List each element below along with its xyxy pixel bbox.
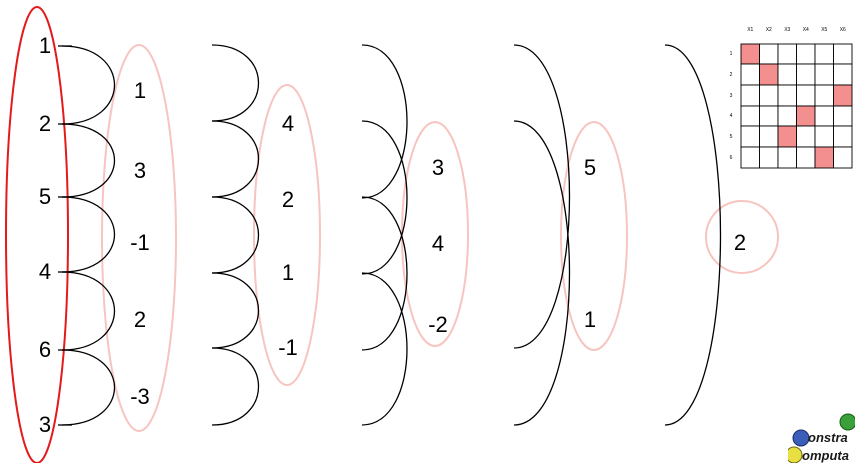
matrix-cell xyxy=(796,84,816,107)
matrix-cell xyxy=(777,125,797,148)
matrix-cell xyxy=(759,63,779,86)
arc-input-4 xyxy=(61,349,115,426)
level-2-ellipse xyxy=(253,84,321,386)
matrix-cell xyxy=(833,63,853,86)
column-2-value: 2 xyxy=(281,187,295,212)
arc-input-3 xyxy=(61,271,115,351)
arc-level2-2 xyxy=(361,196,408,351)
arc-level3-0 xyxy=(513,44,571,349)
matrix-column-header: X5 xyxy=(821,27,828,33)
arc-level2-3 xyxy=(361,272,408,426)
matrix-row-header: 4 xyxy=(729,113,733,119)
matrix-cell xyxy=(740,105,760,127)
logo-text-line1: onstra xyxy=(808,430,848,445)
matrix-row-header: 3 xyxy=(729,92,733,99)
column-1-value: 2 xyxy=(133,307,147,332)
arc-input-0 xyxy=(61,45,115,125)
matrix-cell xyxy=(796,105,816,127)
matrix-cell xyxy=(796,43,816,65)
matrix-cell xyxy=(740,43,760,65)
column-1-value: 3 xyxy=(133,158,147,183)
matrix-cell xyxy=(759,105,779,127)
matrix-cell xyxy=(777,43,797,65)
column-1-value: 1 xyxy=(133,78,147,103)
matrix-column-header: X6 xyxy=(839,27,846,33)
matrix-cell xyxy=(796,125,816,148)
matrix-cell xyxy=(740,146,760,169)
arc-input-1 xyxy=(61,123,115,198)
matrix-cell xyxy=(740,84,760,107)
matrix-column-header: X1 xyxy=(747,27,754,33)
arc-level4-0 xyxy=(664,44,722,426)
matrix-cell xyxy=(759,146,779,169)
matrix-cell xyxy=(814,43,834,65)
arc-level1-0 xyxy=(211,44,259,122)
column-0-value: 5 xyxy=(38,184,52,209)
arc-level2-0 xyxy=(361,44,408,199)
matrix-cell xyxy=(777,146,797,169)
column-5-value: 2 xyxy=(733,230,747,255)
matrix-cell xyxy=(814,146,834,169)
matrix-cell xyxy=(833,105,853,127)
column-0-value: 2 xyxy=(38,111,52,136)
matrix-row-header: 1 xyxy=(729,51,733,57)
matrix-cell xyxy=(740,125,760,148)
matrix-cell xyxy=(833,84,853,107)
matrix-cell xyxy=(814,105,834,127)
arc-level3-1 xyxy=(513,120,571,426)
matrix-cell xyxy=(759,43,779,65)
column-3-value: -2 xyxy=(428,312,448,337)
column-4-value: 5 xyxy=(583,155,597,180)
level-1-ellipse xyxy=(101,44,177,432)
arc-input-2 xyxy=(61,196,115,273)
column-3-value: 4 xyxy=(431,231,445,256)
matrix-row-header: 2 xyxy=(729,71,733,78)
matrix-cell xyxy=(777,63,797,86)
arc-level1-4 xyxy=(211,347,259,426)
matrix-cell xyxy=(814,63,834,86)
column-2-value: 4 xyxy=(281,111,295,136)
matrix-cell xyxy=(814,125,834,148)
matrix-cell xyxy=(833,146,853,169)
matrix-cell xyxy=(833,43,853,65)
matrix-column-header: X4 xyxy=(802,27,809,33)
arc-level1-1 xyxy=(211,120,259,198)
arc-level1-3 xyxy=(211,272,259,349)
column-2-value: -1 xyxy=(278,335,298,360)
column-0-value: 6 xyxy=(38,337,52,362)
logo-text-line2: omputa xyxy=(802,448,849,463)
column-0-value: 4 xyxy=(38,259,52,284)
matrix-cell xyxy=(796,146,816,169)
input-sequence-ellipse xyxy=(5,6,69,463)
matrix-cell xyxy=(833,125,853,148)
column-4-value: 1 xyxy=(583,307,597,332)
column-3-value: 3 xyxy=(431,155,445,180)
column-0-value: 1 xyxy=(38,33,52,58)
constraint-computation-logo: onstra omputa xyxy=(788,412,855,463)
level-5-ellipse xyxy=(705,200,779,274)
matrix-column-header: X2 xyxy=(765,27,772,33)
matrix-cell xyxy=(814,84,834,107)
matrix-cell xyxy=(759,125,779,148)
matrix-column-header: X3 xyxy=(784,27,791,33)
matrix-row-header: 6 xyxy=(729,154,733,161)
matrix-cell xyxy=(740,63,760,86)
matrix-row-header: 5 xyxy=(729,133,733,140)
matrix-cell xyxy=(777,84,797,107)
matrix-cell xyxy=(759,84,779,107)
arc-level1-2 xyxy=(211,196,259,274)
column-1-value: -1 xyxy=(130,230,150,255)
matrix-cell xyxy=(777,105,797,127)
matrix-cell xyxy=(796,63,816,86)
arc-level2-1 xyxy=(361,120,408,275)
level-4-ellipse xyxy=(560,121,628,351)
column-0-value: 3 xyxy=(38,412,52,437)
column-1-value: -3 xyxy=(130,384,150,409)
column-2-value: 1 xyxy=(281,260,295,285)
